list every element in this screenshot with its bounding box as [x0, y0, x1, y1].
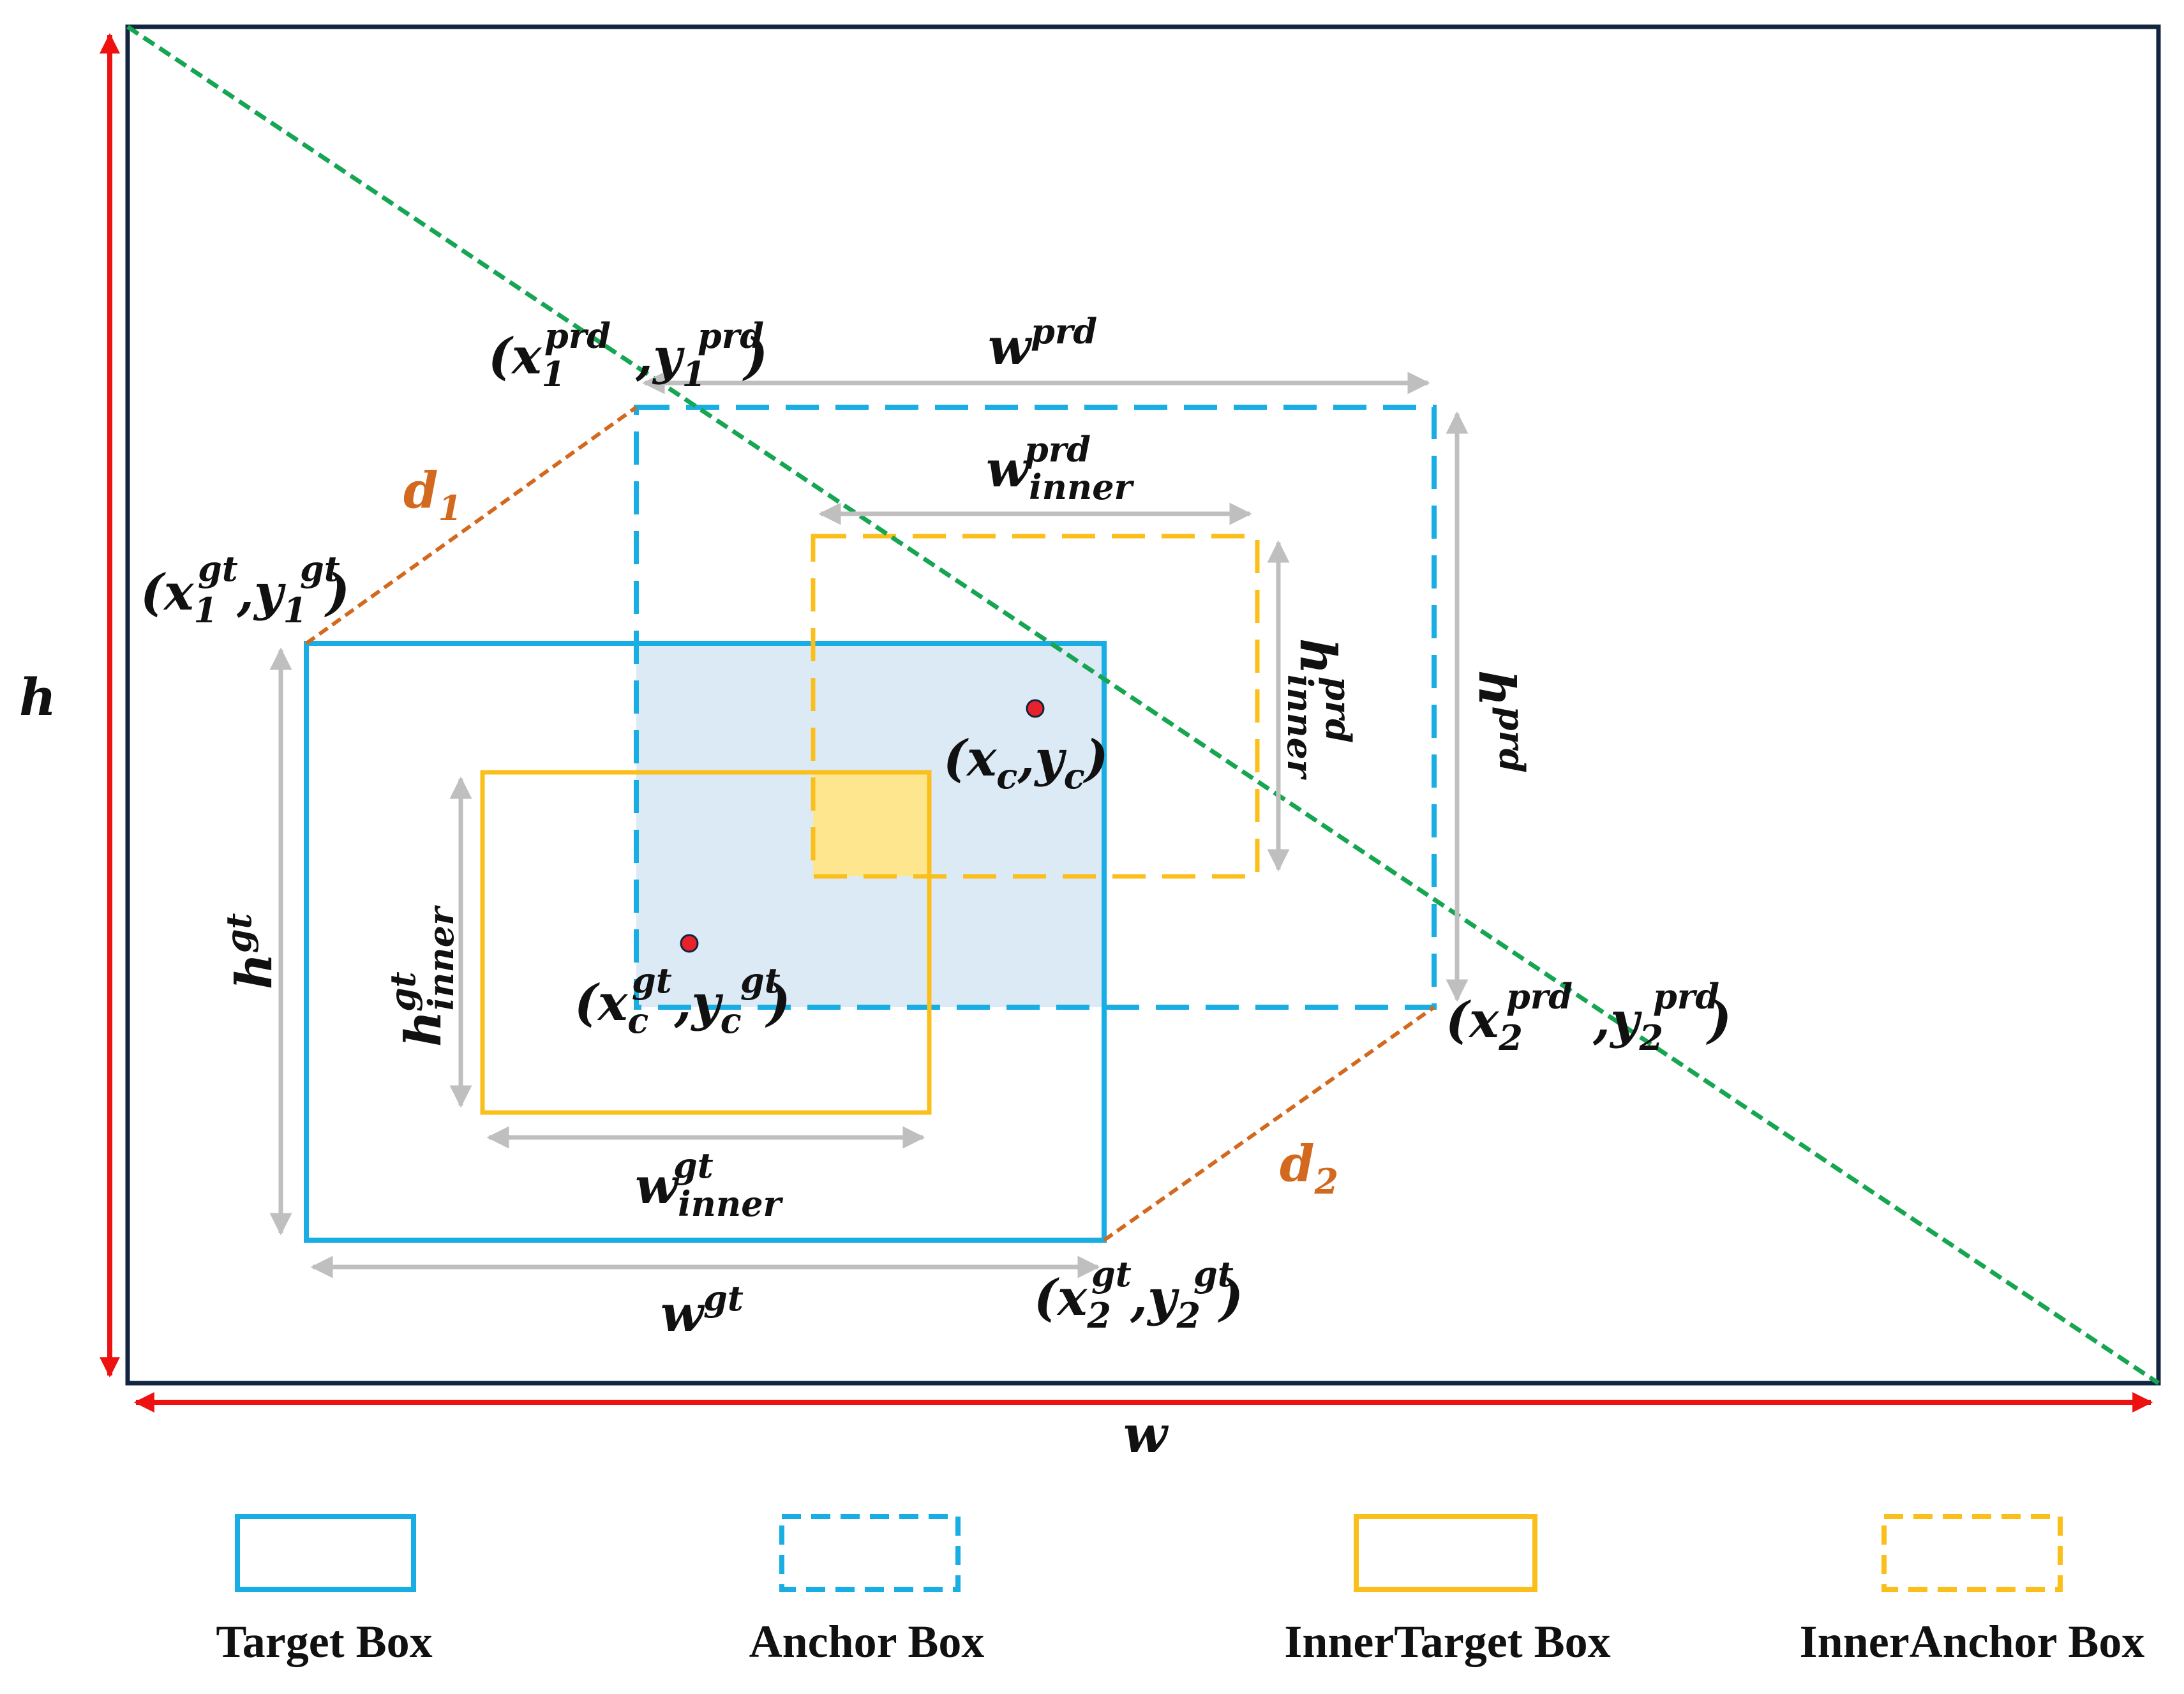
- pt-center-gt-x: x: [597, 974, 629, 1032]
- pt-center-gt-sup2-label: gt: [740, 960, 781, 1001]
- pt-center-prd-x: x: [966, 730, 998, 788]
- h-inner-gt-label-group: gt hinner: [382, 905, 461, 1047]
- pt-x1y1-gt-sup2-label: gt: [300, 548, 340, 589]
- legend: Target Box Anchor Box InnerTarget Box In…: [216, 1514, 2145, 1667]
- w-gt-label: wgt: [661, 1278, 744, 1343]
- pt-x2y2-prd-sup-label: prd: [1506, 976, 1573, 1017]
- legend-inner-anchor-swatch: [1881, 1514, 2063, 1592]
- pt-x1y1-gt-y: y: [253, 564, 286, 622]
- pt-x1y1-gt-y-sub: 1: [283, 590, 307, 631]
- h-gt-base: h: [225, 953, 283, 989]
- legend-target-swatch: [235, 1514, 416, 1592]
- pt-x1y1-prd-y: y: [652, 327, 685, 386]
- pt-x2y2-prd-sup2-label: prd: [1653, 976, 1719, 1017]
- d2-base: d: [1280, 1135, 1315, 1193]
- h-inner-prd-label: hinner: [1280, 638, 1347, 780]
- legend-inner-target-label: InnerTarget Box: [1284, 1616, 1610, 1667]
- enclosing-box: [125, 24, 2161, 1386]
- legend-target-label: Target Box: [216, 1616, 432, 1667]
- h-prd-sup: prd: [1492, 707, 1532, 773]
- d1-sub: 1: [438, 488, 463, 528]
- pt-x1y1-prd-y-sub: 1: [682, 354, 706, 394]
- pt-center-gt-y-sub: c: [721, 1000, 742, 1041]
- w-inner-prd-base: w: [986, 440, 1031, 498]
- w-inner-gt-sub: inner: [678, 1183, 783, 1224]
- pt-center-gt-y: y: [690, 974, 723, 1032]
- h-prd-label-group: hprd: [1467, 670, 1532, 773]
- h-prd-label: hprd: [1467, 670, 1532, 773]
- pt-center-prd-y: y: [1033, 730, 1066, 788]
- pt-x1y1-prd-x-sub: 1: [541, 354, 565, 394]
- inner-overlap-region: [813, 772, 929, 876]
- w-inner-gt-base: w: [635, 1157, 680, 1215]
- pt-x1y1-prd-x: x: [511, 327, 542, 386]
- pt-x2y2-gt-y: y: [1146, 1269, 1179, 1327]
- pt-x2y2-gt-x-sub: 2: [1086, 1295, 1111, 1336]
- pt-center-gt-x-sub: c: [627, 1000, 648, 1041]
- w-gt-sup: gt: [703, 1278, 744, 1319]
- w-inner-gt-label: winner: [635, 1157, 784, 1224]
- pt-x2y2-prd-x-sub: 2: [1498, 1017, 1523, 1058]
- anchor-center-dot: [1026, 699, 1045, 718]
- pt-x1y1-prd-sup2-label: prd: [698, 315, 764, 356]
- pt-x2y2-gt-y-sub: 2: [1176, 1295, 1200, 1336]
- h-inner-prd-label-group: prd hinner: [1280, 638, 1359, 780]
- h-inner-prd-sup-label: prd: [1318, 677, 1359, 743]
- pt-center-prd-y-sub: c: [1064, 756, 1085, 797]
- pt-x2y2-prd-x: x: [1468, 991, 1500, 1049]
- w-inner-prd-sub: inner: [1029, 467, 1134, 507]
- h-gt-label-group: hgt: [218, 913, 283, 989]
- target-center-dot: [680, 934, 699, 953]
- h-inner-gt-sub: inner: [421, 905, 461, 1010]
- inner-target-box: [480, 770, 932, 1115]
- pt-x2y2-gt-x: x: [1056, 1269, 1088, 1327]
- d1-base: d: [403, 461, 438, 520]
- pt-x1y1-prd-sup-label: prd: [544, 315, 611, 356]
- pt-x1y1-gt-x-sub: 1: [193, 590, 218, 631]
- legend-anchor-swatch: [779, 1514, 961, 1592]
- w-inner-prd-sup-label: prd: [1024, 429, 1091, 470]
- w-inner-prd-label: winner: [986, 440, 1135, 507]
- pt-x2y2-gt-sup2-label: gt: [1193, 1254, 1234, 1294]
- w-label: w: [1123, 1404, 1169, 1464]
- legend-inner-anchor-label: InnerAnchor Box: [1800, 1616, 2145, 1667]
- pt-x1y1-gt-sup-label: gt: [198, 548, 238, 589]
- legend-anchor-label: Anchor Box: [749, 1616, 985, 1667]
- distance-d1-line: [305, 405, 638, 645]
- h-inner-prd-base: h: [1289, 638, 1347, 675]
- d1-label: d1: [403, 461, 462, 528]
- pt-x2y2-prd-y: y: [1609, 991, 1642, 1049]
- w-prd-base: w: [988, 318, 1033, 376]
- h-inner-gt-sup-label: gt: [382, 971, 423, 1012]
- w-prd-sup: prd: [1031, 311, 1097, 352]
- h-gt-sup: gt: [218, 913, 259, 954]
- pt-x2y2-gt-sup-label: gt: [1091, 1254, 1132, 1294]
- w-inner-gt-sup-label: gt: [673, 1145, 714, 1186]
- pt-x1y1-gt-x: x: [163, 564, 195, 622]
- d2-label: d2: [1280, 1135, 1338, 1202]
- pt-center-gt-sup-label: gt: [632, 960, 672, 1001]
- target-box: [304, 641, 1107, 1243]
- h-prd-base: h: [1467, 670, 1525, 707]
- pt-center-prd-x-sub: c: [996, 756, 1017, 797]
- h-gt-label: hgt: [218, 913, 283, 989]
- distance-d2-line: [1103, 1005, 1435, 1242]
- h-inner-gt-base: h: [394, 1010, 453, 1047]
- h-inner-prd-sub: inner: [1280, 675, 1320, 780]
- enclosing-diagonal: [126, 25, 2160, 1385]
- h-label: h: [19, 667, 56, 727]
- d2-sub: 2: [1314, 1161, 1339, 1202]
- w-prd-label: wprd: [988, 311, 1097, 376]
- pt-center-prd-label: (xc,yc): [943, 730, 1109, 797]
- pt-x2y2-prd-y-sub: 2: [1638, 1017, 1663, 1058]
- w-gt-base: w: [661, 1285, 705, 1343]
- anchor-box: [634, 405, 1437, 1010]
- h-inner-gt-label: hinner: [394, 905, 461, 1047]
- legend-inner-target-swatch: [1354, 1514, 1537, 1592]
- inner-anchor-box: [811, 534, 1260, 879]
